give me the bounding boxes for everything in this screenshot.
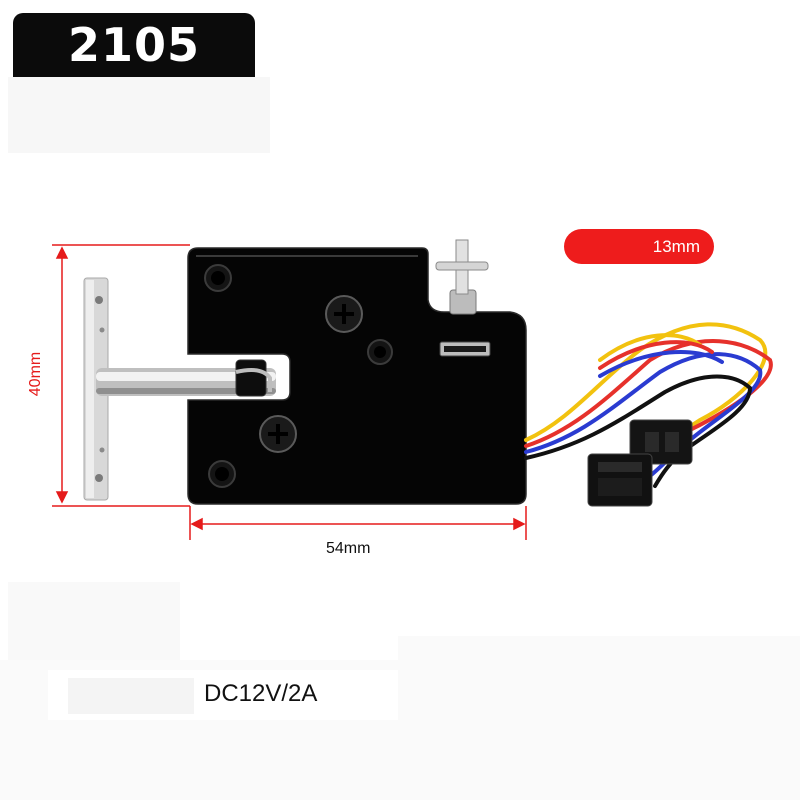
model-number-badge: 2105 xyxy=(13,13,255,77)
latch-slot-inner xyxy=(444,346,486,352)
phillips-screw-icon xyxy=(325,295,363,333)
voltage-spec-label: DC12V/2A xyxy=(204,680,318,707)
depth-dimension-badge: 13mm xyxy=(564,229,714,264)
spec-placeholder xyxy=(68,678,194,714)
phillips-screw-icon xyxy=(259,415,297,453)
mount-hole xyxy=(208,460,236,488)
lock-body xyxy=(187,247,527,505)
spec-panel: DC12V/2A xyxy=(48,670,398,720)
background-patch xyxy=(8,77,270,153)
width-dimension-lines xyxy=(189,506,527,540)
mount-hole xyxy=(367,339,393,365)
wire-connector-icon xyxy=(629,419,693,465)
release-pin xyxy=(435,239,489,315)
width-dimension-label: 54mm xyxy=(326,540,371,557)
background-patch xyxy=(8,582,180,660)
lock-bolt xyxy=(96,368,276,396)
background-patch xyxy=(398,636,800,800)
wire-connector-icon xyxy=(587,453,653,507)
height-dimension-label: 40mm xyxy=(27,351,45,397)
height-dimension-lines xyxy=(52,244,190,507)
mount-hole xyxy=(204,264,232,292)
